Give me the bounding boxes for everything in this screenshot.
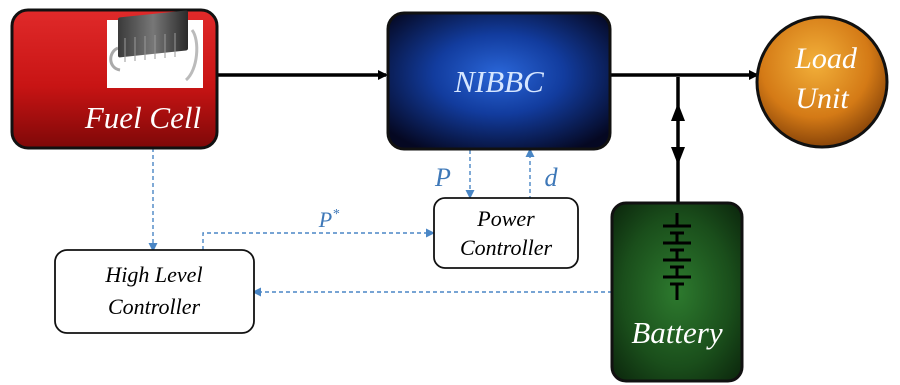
signal-label-d: d	[545, 163, 559, 192]
fuel-cell-stack-icon	[107, 10, 203, 88]
power-controller-label-line1: Power	[476, 206, 535, 231]
signal-lines	[148, 148, 612, 297]
power-lines	[217, 70, 759, 203]
battery-cells-icon	[663, 213, 691, 300]
power-controller-label-line2: Controller	[460, 235, 553, 260]
pref-signal-line	[202, 228, 435, 250]
signal-label-p: P	[434, 163, 451, 192]
signal-label-pref: P*	[318, 207, 339, 232]
load-label-line1: Load	[794, 42, 858, 75]
bidirectional-arrow-up-icon	[671, 103, 685, 121]
battery-block: Battery	[610, 201, 744, 383]
fuel-cell-label: Fuel Cell	[84, 100, 201, 135]
nibbc-label: NIBBC	[453, 64, 544, 99]
battery-label: Battery	[631, 315, 722, 350]
high-level-controller-block: High Level Controller	[54, 249, 255, 334]
power-controller-block: Power Controller	[433, 197, 579, 269]
hlc-label-line1: High Level	[104, 262, 202, 287]
load-label-line2: Unit	[795, 82, 849, 115]
load-unit-block: Load Unit	[755, 15, 889, 149]
fuel-cell-block: Fuel Cell	[10, 8, 219, 150]
nibbc-block: NIBBC	[386, 11, 612, 151]
bidirectional-arrow-down-icon	[671, 147, 685, 165]
hlc-label-line2: Controller	[108, 294, 201, 319]
